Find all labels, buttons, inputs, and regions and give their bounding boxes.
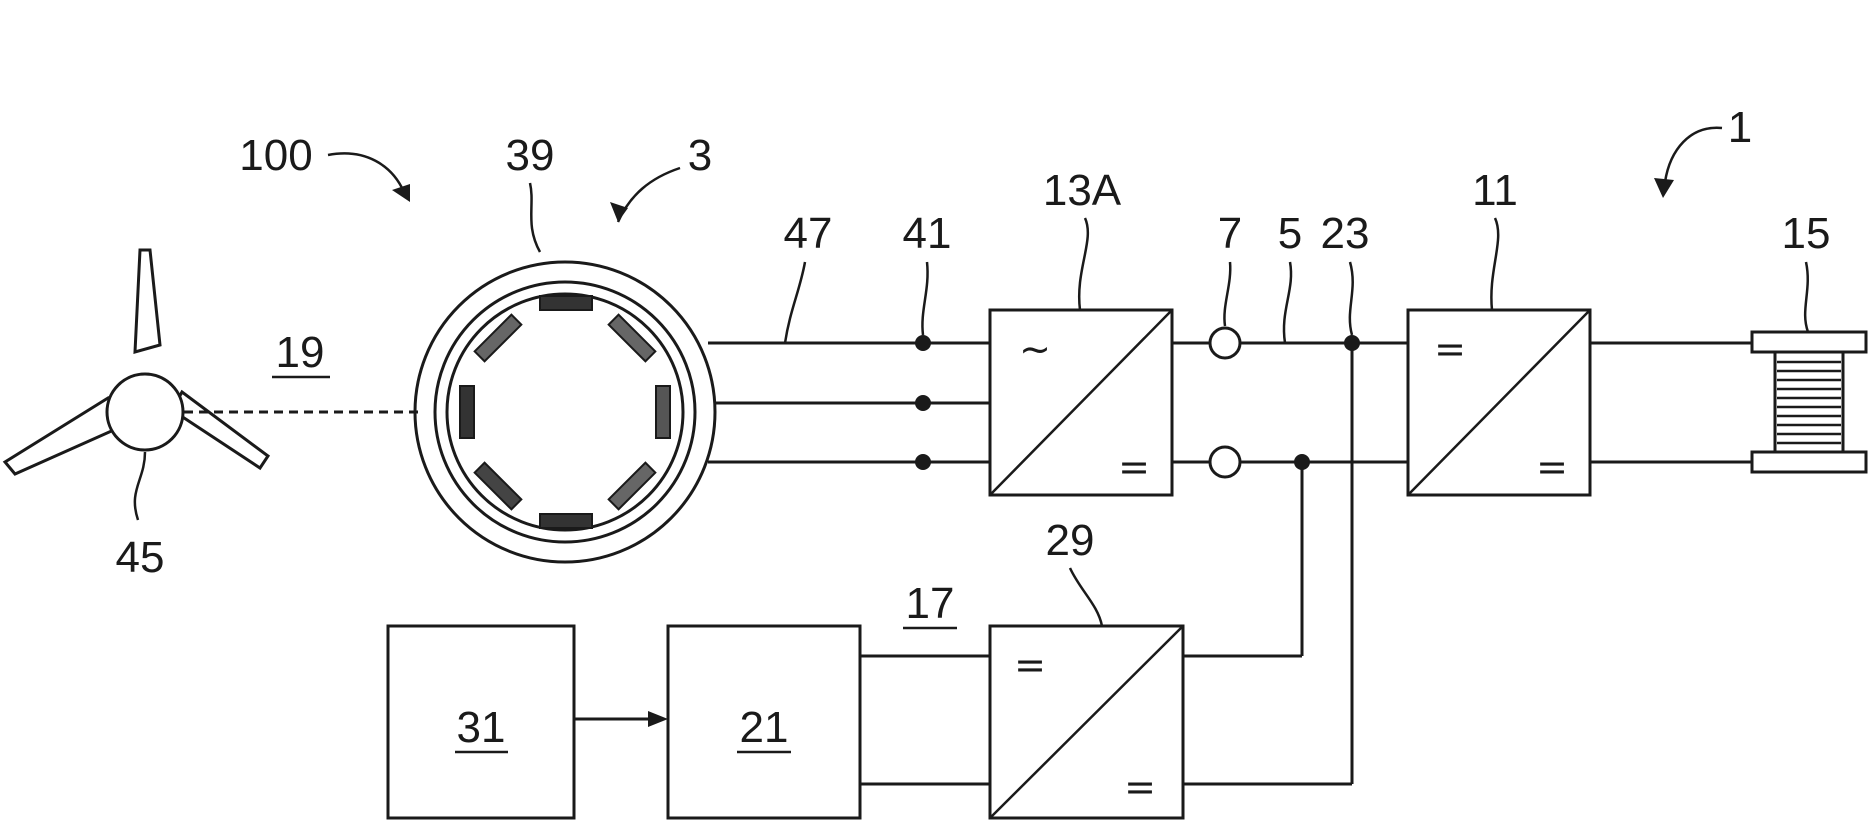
generator-rotor-ring <box>447 294 683 530</box>
turbine-blade-top <box>135 250 160 352</box>
label-arrangement: 1 <box>1728 103 1752 152</box>
magnet-bottom <box>540 514 592 528</box>
leader-converter-dc-dc <box>1491 218 1498 310</box>
leader-rotor <box>530 183 540 252</box>
magnet-top-right <box>609 315 656 362</box>
magnet-left <box>460 386 474 438</box>
arrow-system <box>328 153 404 192</box>
label-phase-lines: 47 <box>784 209 833 258</box>
magnet-right <box>656 386 670 438</box>
converter-dc-dc: = = 11 <box>1408 166 1590 495</box>
leader-converter-aux <box>1070 568 1102 626</box>
leader-node <box>1350 262 1353 335</box>
arrow-generator <box>618 168 680 222</box>
leader-dc-link <box>1284 262 1291 343</box>
magnet-top <box>540 296 592 310</box>
label-controller: 21 <box>740 703 789 752</box>
switch-lower <box>1210 447 1240 477</box>
generator-magnets <box>460 296 670 528</box>
arrowhead-generator <box>610 202 628 222</box>
label-hub: 45 <box>116 533 165 582</box>
label-node: 23 <box>1321 209 1370 258</box>
magnet-bottom-left <box>475 463 522 510</box>
arrowhead-arrangement <box>1654 178 1674 198</box>
leader-hub <box>135 452 145 520</box>
terminal-dot-2 <box>915 395 931 411</box>
label-storage: 15 <box>1782 209 1831 258</box>
generator: 39 3 <box>415 131 715 562</box>
label-switch: 7 <box>1218 209 1242 258</box>
converter-aux-symbol-in: = <box>1014 643 1046 687</box>
terminal-dot-1 <box>915 335 931 351</box>
leader-switch <box>1224 262 1230 326</box>
converter-dc-dc-symbol-in: = <box>1434 327 1466 371</box>
label-generator: 3 <box>688 131 712 180</box>
storage-device: 15 <box>1752 209 1866 472</box>
storage-bottom-plate <box>1752 452 1866 472</box>
label-terminal: 41 <box>903 209 952 258</box>
converter-dc-symbol: = <box>1118 445 1150 489</box>
source-block: 31 <box>388 626 574 818</box>
converter-aux: = = 29 <box>990 516 1183 818</box>
converter-aux-symbol-out: = <box>1124 765 1156 809</box>
label-source: 31 <box>457 703 506 752</box>
wind-turbine: 45 <box>5 250 268 582</box>
converter-ac-symbol: ~ <box>1019 327 1051 371</box>
converter-dc-dc-symbol-out: = <box>1536 445 1568 489</box>
label-dc-link: 5 <box>1278 209 1302 258</box>
label-aux-line: 17 <box>906 579 955 628</box>
magnet-top-left <box>475 315 522 362</box>
leader-storage <box>1805 262 1808 332</box>
leader-phase-lines <box>785 262 805 343</box>
leader-terminal <box>922 262 927 335</box>
leader-converter-ac-dc <box>1079 218 1088 310</box>
arrow-arrangement <box>1665 128 1722 182</box>
label-converter-aux: 29 <box>1046 516 1095 565</box>
label-rotor: 39 <box>506 131 555 180</box>
terminal-dot-3 <box>915 454 931 470</box>
label-converter-ac-dc: 13A <box>1043 166 1122 215</box>
signal-arrowhead <box>648 711 668 727</box>
storage-top-plate <box>1752 332 1866 352</box>
converter-ac-dc: ~ = 13A <box>990 166 1172 495</box>
controller-block: 21 <box>668 626 860 818</box>
turbine-hub <box>107 374 183 450</box>
label-converter-dc-dc: 11 <box>1472 166 1518 215</box>
turbine-blade-right <box>172 392 268 468</box>
label-system: 100 <box>239 131 312 180</box>
label-shaft: 19 <box>276 328 325 377</box>
storage-core <box>1775 352 1843 452</box>
switch-upper <box>1210 328 1240 358</box>
magnet-bottom-right <box>609 463 656 510</box>
